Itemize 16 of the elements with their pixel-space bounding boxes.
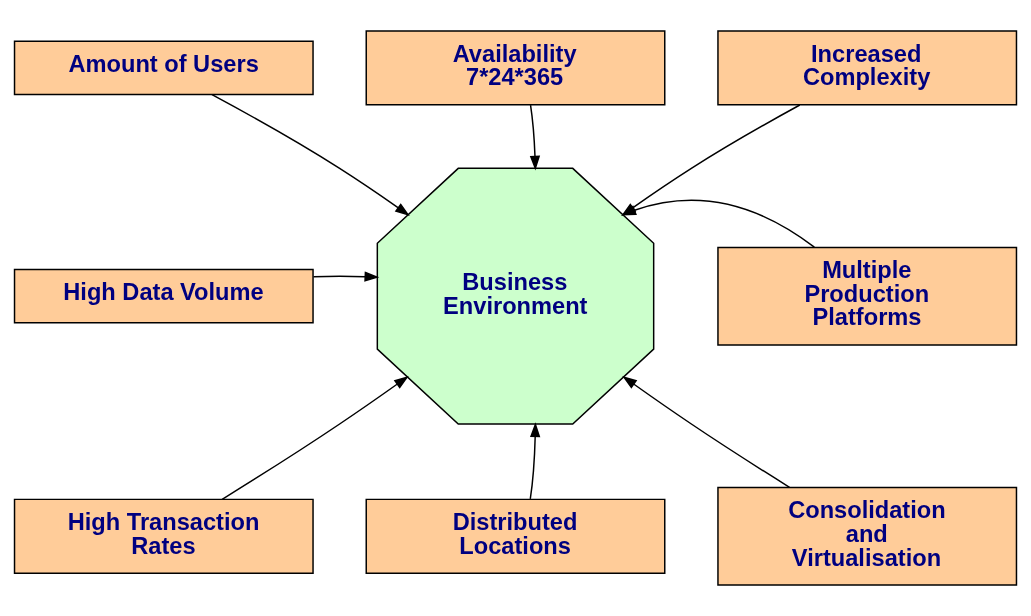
arrow (529, 422, 541, 500)
arrow (621, 199, 816, 248)
arrow (221, 375, 409, 500)
node-box: Amount of Users (13, 40, 314, 96)
arrow (211, 93, 410, 216)
arrow (529, 104, 541, 171)
node-box: Availability 7*24*365 (365, 30, 666, 106)
node-box: Increased Complexity (717, 30, 1018, 106)
node-box: Multiple Production Platforms (717, 246, 1018, 346)
arrow (621, 104, 801, 216)
node-box: Distributed Locations (365, 498, 666, 574)
arrow (622, 375, 791, 489)
node-box: Consolidation and Virtualisation (717, 486, 1018, 586)
node-box: High Data Volume (13, 268, 314, 324)
node-box: High Transaction Rates (13, 498, 314, 574)
arrow (312, 271, 380, 282)
